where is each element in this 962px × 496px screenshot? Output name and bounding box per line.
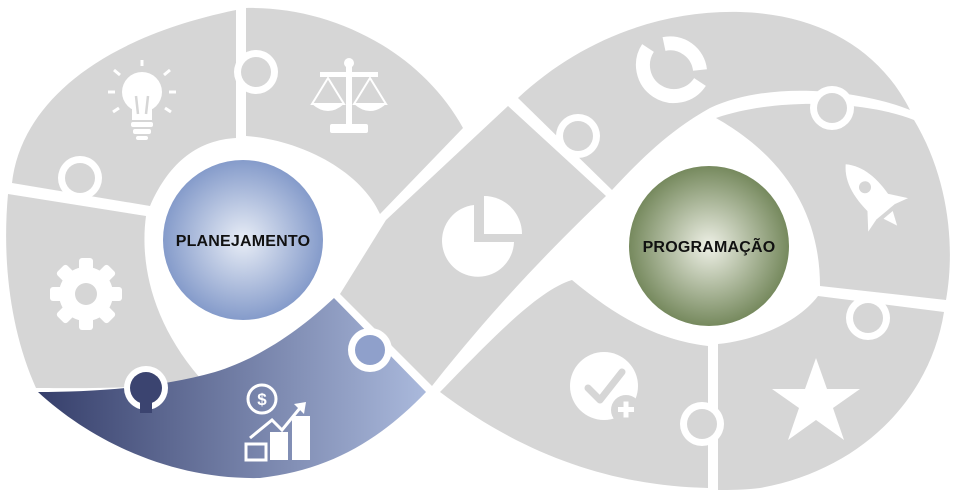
dollar-growth-chart-icon: $ bbox=[244, 383, 310, 462]
segment-top-left bbox=[12, 10, 236, 206]
gear-icon bbox=[50, 258, 122, 330]
knob bbox=[65, 163, 95, 193]
knob bbox=[355, 335, 385, 365]
segment-highlight bbox=[38, 298, 426, 479]
scales-of-justice-icon bbox=[310, 58, 388, 133]
knob bbox=[853, 303, 883, 333]
left-hub: PLANEJAMENTO bbox=[153, 150, 333, 330]
donut-chart-icon bbox=[635, 36, 707, 104]
segment-right bbox=[716, 103, 950, 300]
knob-dark bbox=[130, 372, 162, 404]
right-hub-circle bbox=[629, 166, 789, 326]
puzzle-knobs bbox=[58, 50, 890, 446]
right-hub: PROGRAMAÇÃO bbox=[619, 156, 799, 336]
rocket-icon bbox=[845, 164, 909, 232]
knob bbox=[563, 121, 593, 151]
knob bbox=[817, 93, 847, 123]
knob bbox=[687, 409, 717, 439]
star-icon bbox=[772, 358, 860, 440]
lightbulb-icon bbox=[108, 60, 176, 140]
pie-chart-icon bbox=[442, 196, 522, 277]
right-hub-label: PROGRAMAÇÃO bbox=[643, 236, 776, 256]
segment-top-right bbox=[518, 11, 910, 190]
check-plus-icon bbox=[570, 352, 641, 425]
knob-stem bbox=[140, 395, 152, 413]
left-hub-label: PLANEJAMENTO bbox=[176, 233, 311, 250]
knob bbox=[241, 57, 271, 87]
left-hub-circle bbox=[163, 160, 323, 320]
segment-top bbox=[246, 7, 463, 214]
svg-text:$: $ bbox=[257, 390, 267, 409]
